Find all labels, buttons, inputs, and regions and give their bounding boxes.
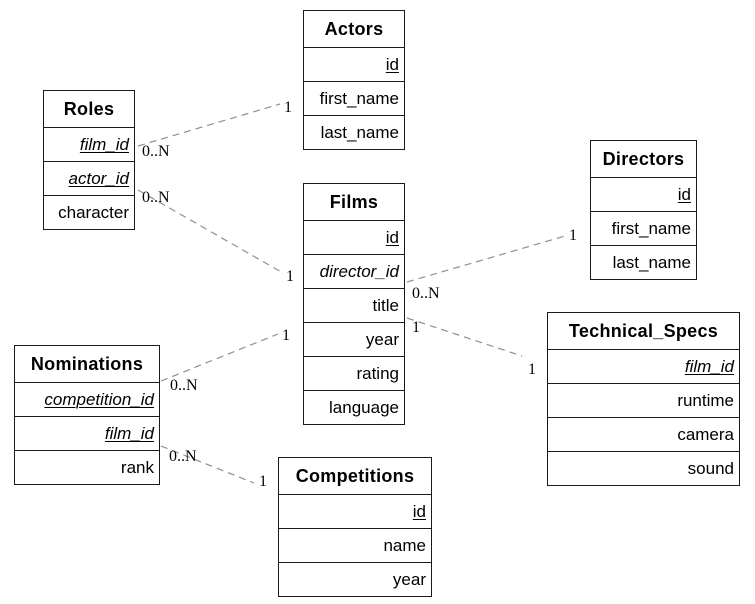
- cardinality-label: 1: [259, 473, 267, 490]
- field-label: last_name: [320, 122, 399, 142]
- cardinality-label: 0..N: [170, 377, 198, 394]
- field-label: film_id: [684, 356, 734, 376]
- field-label: actor_id: [68, 168, 129, 188]
- table-field: first_name: [591, 211, 696, 245]
- field-label: camera: [677, 424, 734, 444]
- cardinality-label: 1: [412, 319, 420, 336]
- field-label: year: [365, 329, 399, 349]
- table-directors: Directors id first_name last_name: [590, 140, 697, 280]
- table-field: id: [591, 178, 696, 211]
- table-field: camera: [548, 417, 739, 451]
- table-field: last_name: [304, 115, 404, 149]
- cardinality-label: 0..N: [412, 285, 440, 302]
- cardinality-label: 1: [569, 227, 577, 244]
- table-actors: Actors id first_name last_name: [303, 10, 405, 150]
- table-field: character: [44, 195, 134, 229]
- table-field: language: [304, 390, 404, 424]
- table-title: Films: [304, 184, 404, 221]
- table-field: sound: [548, 451, 739, 485]
- table-field: year: [304, 322, 404, 356]
- table-technical-specs: Technical_Specs film_id runtime camera s…: [547, 312, 740, 486]
- field-label: last_name: [612, 252, 691, 272]
- field-label: name: [383, 535, 426, 555]
- field-label: film_id: [104, 423, 154, 443]
- field-label: title: [372, 295, 399, 315]
- table-field: film_id: [44, 128, 134, 161]
- table-title: Technical_Specs: [548, 313, 739, 350]
- relationship-line-films-directors: [406, 235, 566, 283]
- cardinality-label: 1: [282, 327, 290, 344]
- table-nominations: Nominations competition_id film_id rank: [14, 345, 160, 485]
- table-field: last_name: [591, 245, 696, 279]
- table-films: Films id director_id title year rating l…: [303, 183, 405, 425]
- cardinality-label: 0..N: [142, 189, 170, 206]
- field-label: director_id: [319, 261, 399, 281]
- table-field: film_id: [548, 350, 739, 383]
- table-roles: Roles film_id actor_id character: [43, 90, 135, 230]
- table-field: actor_id: [44, 161, 134, 195]
- table-field: director_id: [304, 254, 404, 288]
- cardinality-label: 1: [284, 99, 292, 116]
- table-title: Competitions: [279, 458, 431, 495]
- field-label: runtime: [677, 390, 734, 410]
- field-label: sound: [687, 458, 734, 478]
- field-label: first_name: [611, 218, 691, 238]
- relationship-line-roles-films: [137, 189, 284, 274]
- relationship-line-nominations-competitions: [160, 445, 255, 484]
- table-field: id: [304, 48, 404, 81]
- table-field: film_id: [15, 416, 159, 450]
- cardinality-label: 1: [286, 268, 294, 285]
- table-field: first_name: [304, 81, 404, 115]
- table-field: year: [279, 562, 431, 596]
- table-field: rank: [15, 450, 159, 484]
- cardinality-label: 1: [528, 361, 536, 378]
- cardinality-label: 0..N: [169, 448, 197, 465]
- field-label: id: [385, 54, 399, 74]
- field-label: id: [412, 501, 426, 521]
- table-field: runtime: [548, 383, 739, 417]
- table-title: Nominations: [15, 346, 159, 383]
- table-field: title: [304, 288, 404, 322]
- relationship-line-films-technical-specs: [406, 317, 523, 357]
- table-field: id: [279, 495, 431, 528]
- table-field: name: [279, 528, 431, 562]
- table-competitions: Competitions id name year: [278, 457, 432, 597]
- field-label: character: [58, 202, 129, 222]
- cardinality-label: 0..N: [142, 143, 170, 160]
- table-field: rating: [304, 356, 404, 390]
- field-label: competition_id: [44, 389, 154, 409]
- table-title: Actors: [304, 11, 404, 48]
- field-label: film_id: [79, 134, 129, 154]
- field-label: language: [329, 397, 399, 417]
- field-label: first_name: [319, 88, 399, 108]
- field-label: rating: [356, 363, 399, 383]
- relationship-line-roles-actors: [137, 103, 281, 147]
- field-label: id: [677, 184, 691, 204]
- relationship-line-nominations-films: [160, 333, 279, 382]
- field-label: id: [385, 227, 399, 247]
- field-label: rank: [120, 457, 154, 477]
- table-field: competition_id: [15, 383, 159, 416]
- field-label: year: [392, 569, 426, 589]
- table-title: Directors: [591, 141, 696, 178]
- table-title: Roles: [44, 91, 134, 128]
- table-field: id: [304, 221, 404, 254]
